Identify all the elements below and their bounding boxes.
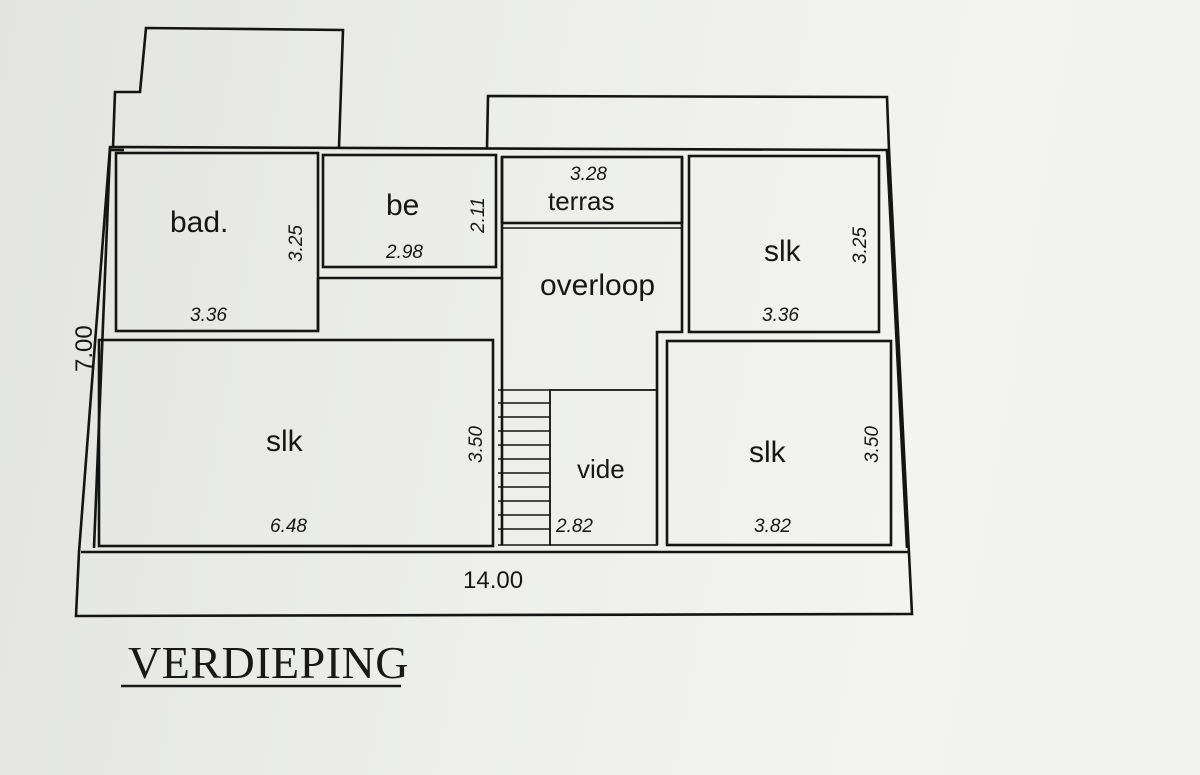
dim-slk-top-right-depth: 3.25 <box>850 227 871 264</box>
dim-overall-depth: 7.00 <box>71 325 98 372</box>
roof-outline <box>111 26 891 151</box>
room-name-bad: bad. <box>170 206 228 239</box>
room-slk-top-right <box>687 154 881 334</box>
dim-bad-width: 3.36 <box>190 305 227 326</box>
room-name-overloop: overloop <box>540 269 655 302</box>
room-bad <box>114 151 320 333</box>
dim-terras-width: 3.28 <box>570 164 607 185</box>
dim-slk-bottom-right-width: 3.82 <box>754 516 791 537</box>
room-name-be: be <box>386 189 419 222</box>
staircase <box>498 389 551 546</box>
dim-slk-bottom-right-depth: 3.50 <box>862 426 883 463</box>
dim-slk-top-right-width: 3.36 <box>762 305 799 326</box>
dim-overall-width: 14.00 <box>463 567 523 594</box>
dim-slk-bottom-left-depth: 3.50 <box>466 426 487 463</box>
outer-walls <box>74 145 914 618</box>
room-be <box>321 153 498 269</box>
room-name-slk-top-right: slk <box>764 235 802 268</box>
room-slk-bottom-right <box>665 339 893 547</box>
dim-bad-depth: 3.25 <box>286 225 307 262</box>
dim-be-depth: 2.11 <box>468 197 489 234</box>
room-name-vide: vide <box>577 454 625 484</box>
dim-vide-width: 2.82 <box>555 516 593 537</box>
room-name-terras: terras <box>548 186 614 216</box>
dim-be-width: 2.98 <box>385 242 423 263</box>
room-name-slk-bottom-right: slk <box>749 436 787 469</box>
room-name-slk-bottom-left: slk <box>266 425 304 458</box>
plan-title: VERDIEPING <box>128 637 409 688</box>
room-slk-bottom-left <box>97 338 495 548</box>
dim-slk-bottom-left-width: 6.48 <box>270 516 307 537</box>
